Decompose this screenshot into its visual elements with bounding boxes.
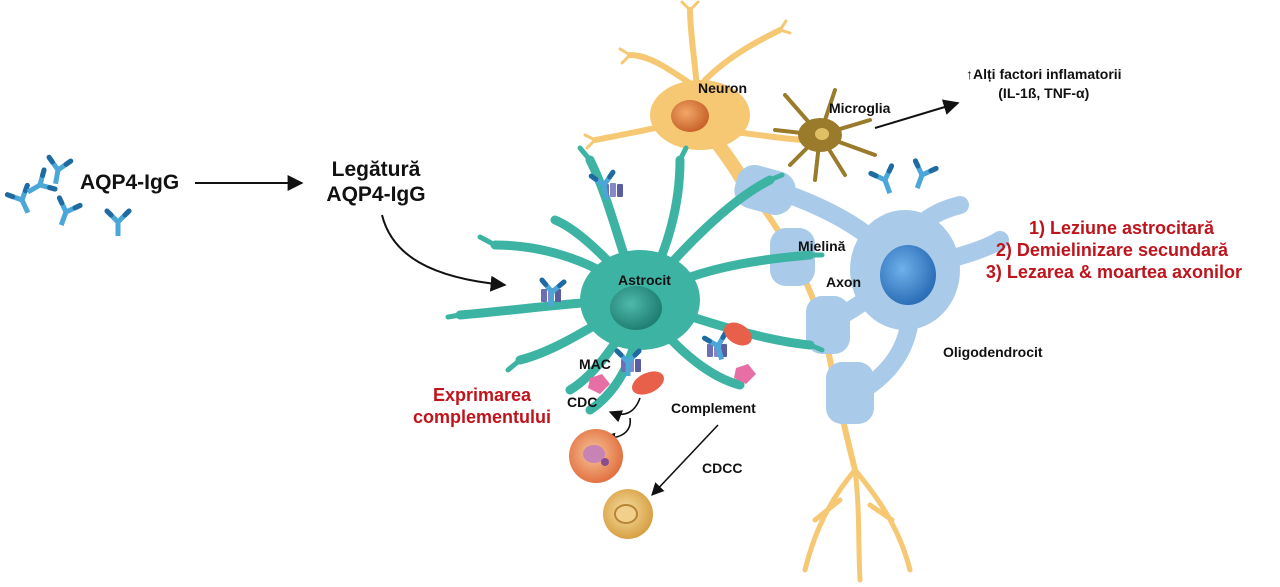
inflammatory-factors-label: ↑Alți factori inflamatorii (IL-1ß, TNF-α… [966, 65, 1122, 103]
microglia-cell [773, 88, 877, 182]
complement-proteins [588, 322, 756, 395]
axon-label: Axon [826, 274, 861, 290]
neuron-label: Neuron [698, 80, 747, 96]
to-astrocyte-arrow [381, 214, 507, 292]
astrocyte-label: Astrocit [618, 272, 671, 288]
cdcc-label: CDCC [702, 460, 743, 476]
antibody-icon [51, 198, 80, 229]
outcomes-list: 1) Leziune astrocitară 2) Demielinizare … [960, 217, 1242, 283]
phagocytosed-cell [603, 489, 653, 539]
binding-label-line1: Legătură [331, 158, 421, 181]
outcome-3: 3) Lezarea & moartea axonilor [985, 262, 1242, 282]
cdc-label: CDC [567, 394, 598, 410]
outcome-1: 1) Leziune astrocitară [1028, 218, 1214, 238]
aqp4-igg-label: AQP4-IgG [80, 171, 180, 194]
outcome-2: 2) Demielinizare secundară [995, 240, 1228, 260]
myelin-label: Mielină [798, 238, 846, 254]
inflammatory-arrow [874, 99, 960, 129]
oligodendrocyte-label: Oligodendrocit [943, 344, 1043, 360]
antibody-icon [871, 166, 900, 197]
microglia-label: Microglia [829, 100, 891, 116]
inflammatory-factors-line1: ↑Alți factori inflamatorii [966, 66, 1122, 82]
neuron-cell [583, 0, 913, 583]
inflammatory-factors-line2: (IL-1ß, TNF-α) [998, 85, 1090, 101]
antibody-icon [907, 161, 936, 192]
astrocyte-cell [445, 145, 825, 415]
cdc-arrow [608, 397, 641, 423]
oligodendrocyte-cell [734, 165, 1009, 424]
complement-expression-line2: complementului [412, 407, 551, 427]
mac-label: MAC [579, 356, 611, 372]
antibody-icon [45, 157, 71, 185]
complement-expression-line1: Exprimarea [432, 385, 532, 405]
complement-expression-label: Exprimarea complementului [412, 384, 552, 428]
cdcc-arrow [651, 424, 719, 496]
antibody-icon [107, 211, 129, 236]
complement-label: Complement [671, 400, 756, 416]
binding-label: Legătură AQP4-IgG [316, 157, 436, 207]
binding-label-line2: AQP4-IgG [326, 183, 426, 206]
lysed-cell [569, 429, 623, 483]
